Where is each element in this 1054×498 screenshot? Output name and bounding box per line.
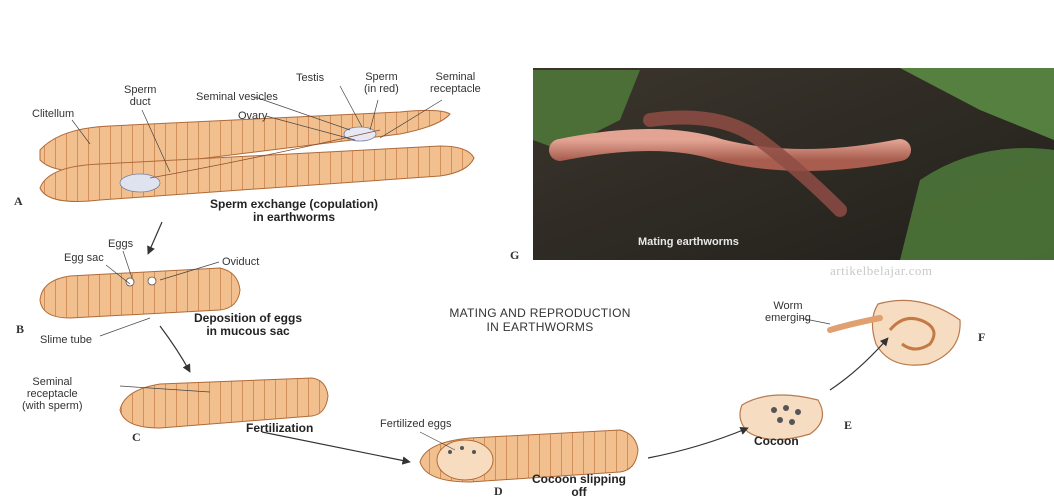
label-eggs: Eggs [108,238,133,250]
stage-letter-b: B [16,322,24,337]
watermark: artikelbelajar.com [830,263,932,279]
arrow-c-to-d [262,432,410,462]
stage-letter-a: A [14,194,23,209]
stage-letter-c: C [132,430,141,445]
photo-caption-mating-earthworms: Mating earthworms [638,236,739,248]
label-clitellum: Clitellum [32,108,74,120]
stage-letter-e: E [844,418,852,433]
stage-a-worms [40,110,474,201]
diagram-title: MATING AND REPRODUCTION IN EARTHWORMS [430,306,650,334]
arrow-d-to-e [648,428,748,458]
stage-letter-f: F [978,330,985,345]
caption-stage-c: Fertilization [246,422,313,435]
stage-f-cocoon-emerging [830,300,960,365]
label-fertilized-eggs: Fertilized eggs [380,418,452,430]
stage-letter-d: D [494,484,503,498]
stage-e-cocoon [740,395,823,440]
mating-earthworms-photo [533,68,1054,260]
label-seminal-receptacle-with-sperm: Seminal receptacle (with sperm) [22,376,83,412]
caption-stage-e: Cocoon [754,435,799,448]
label-sperm-in-red: Sperm (in red) [364,71,399,95]
label-oviduct: Oviduct [222,256,259,268]
caption-stage-d: Cocoon slipping off [532,473,626,498]
stage-letter-g: G [510,248,519,263]
label-seminal-receptacle: Seminal receptacle [430,71,481,95]
caption-stage-a: Sperm exchange (copulation) in earthworm… [210,198,378,224]
label-worm-emerging: Worm emerging [765,300,811,324]
caption-stage-b: Deposition of eggs in mucous sac [194,312,302,338]
label-egg-sac: Egg sac [64,252,104,264]
label-slime-tube: Slime tube [40,334,92,346]
label-sperm-duct: Sperm duct [124,84,156,108]
label-ovary: Ovary [238,110,267,122]
arrow-b-to-c [160,326,190,372]
label-seminal-vesicles: Seminal vesicles [196,91,278,103]
label-testis: Testis [296,72,324,84]
arrow-a-to-b [148,222,162,254]
